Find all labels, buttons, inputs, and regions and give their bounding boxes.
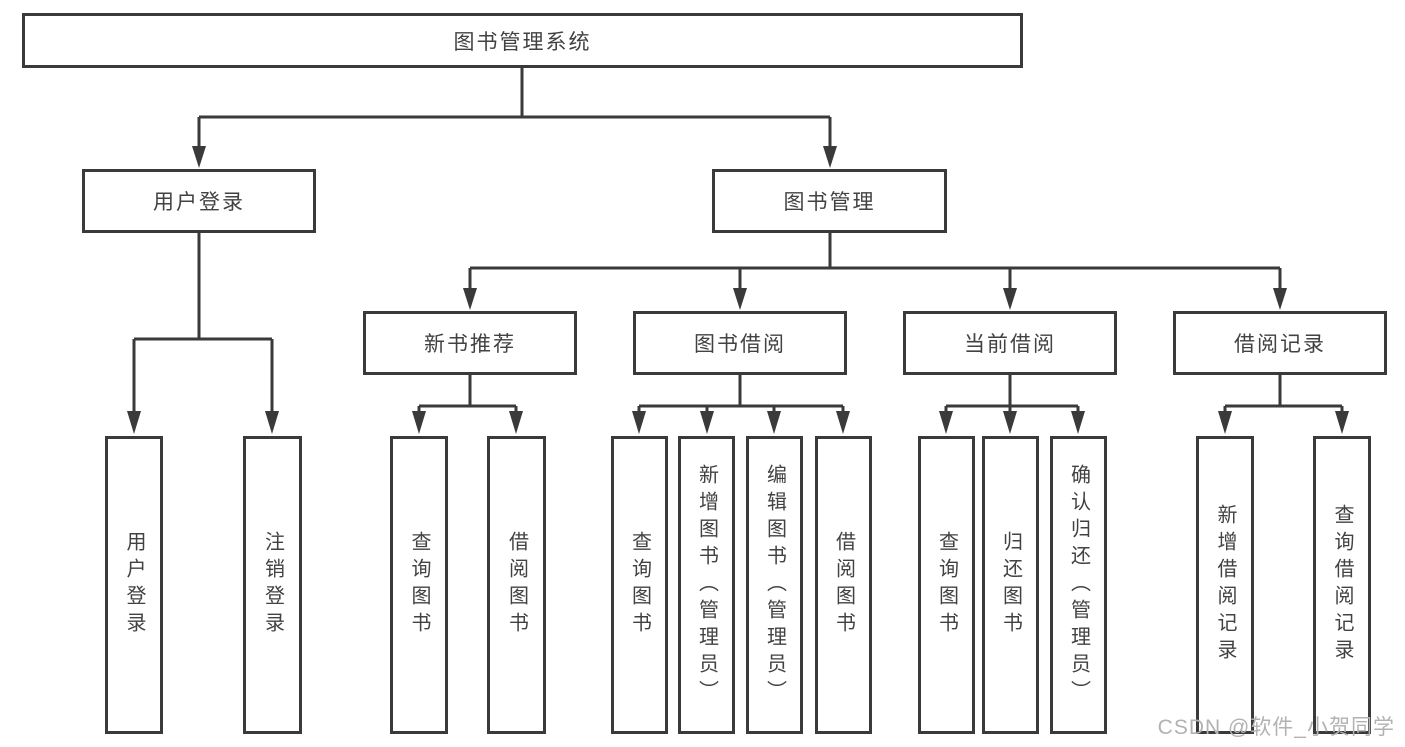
connector-book-borrow-children bbox=[632, 375, 850, 434]
leaf-query-books-borrow: 查询图书 bbox=[611, 436, 668, 734]
leaf-query-borrow-record: 查询借阅记录 bbox=[1313, 436, 1371, 734]
node-book-management: 图书管理 bbox=[712, 169, 947, 233]
arrow-down-icon bbox=[733, 288, 747, 310]
arrow-down-icon bbox=[767, 411, 781, 434]
csdn-watermark: CSDN @软件_小贺同学 bbox=[1157, 716, 1395, 739]
node-label: 用户登录 bbox=[153, 191, 245, 214]
node-label: 新增图书（管理员） bbox=[695, 463, 718, 707]
node-label: 用户登录 bbox=[123, 531, 145, 639]
leaf-confirm-return-admin: 确认归还（管理员） bbox=[1050, 436, 1107, 734]
node-label: 编辑图书（管理员） bbox=[763, 463, 786, 707]
arrow-down-icon bbox=[1273, 288, 1287, 310]
node-new-book-recommend: 新书推荐 bbox=[363, 311, 577, 375]
leaf-add-borrow-record: 新增借阅记录 bbox=[1196, 436, 1254, 734]
arrow-down-icon bbox=[1003, 288, 1017, 310]
leaf-query-books-recommend: 查询图书 bbox=[390, 436, 448, 734]
node-root: 图书管理系统 bbox=[22, 13, 1023, 68]
node-label: 查询图书 bbox=[935, 531, 958, 639]
node-label: 查询图书 bbox=[408, 531, 430, 639]
node-borrow-record: 借阅记录 bbox=[1173, 311, 1387, 375]
arrow-down-icon bbox=[463, 288, 477, 310]
connector-borrow-record-children bbox=[1218, 375, 1349, 434]
leaf-logout-login: 注销登录 bbox=[243, 436, 302, 734]
node-label: 新增借阅记录 bbox=[1214, 504, 1236, 666]
node-label: 图书管理系统 bbox=[453, 30, 592, 54]
connector-new-book-recommend-children bbox=[412, 375, 523, 434]
arrow-down-icon bbox=[1335, 411, 1349, 434]
leaf-return-books: 归还图书 bbox=[982, 436, 1039, 734]
node-label: 图书借阅 bbox=[694, 333, 786, 356]
arrow-down-icon bbox=[1071, 411, 1085, 434]
leaf-edit-books-admin: 编辑图书（管理员） bbox=[746, 436, 803, 734]
leaf-query-books-current: 查询图书 bbox=[918, 436, 975, 734]
arrow-down-icon bbox=[1218, 411, 1232, 434]
leaf-borrow-books-recommend: 借阅图书 bbox=[487, 436, 546, 734]
arrow-down-icon bbox=[412, 411, 426, 434]
node-label: 确认归还（管理员） bbox=[1067, 463, 1090, 707]
node-label: 注销登录 bbox=[261, 531, 284, 639]
arrow-down-icon bbox=[836, 411, 850, 434]
connector-current-borrow-children bbox=[939, 375, 1085, 434]
node-label: 图书管理 bbox=[783, 191, 876, 214]
leaf-add-books-admin: 新增图书（管理员） bbox=[678, 436, 735, 734]
node-label: 借阅图书 bbox=[505, 531, 528, 639]
node-current-borrow: 当前借阅 bbox=[903, 311, 1117, 375]
node-label: 当前借阅 bbox=[964, 333, 1056, 356]
leaf-borrow-books-borrow: 借阅图书 bbox=[815, 436, 872, 734]
node-user-login: 用户登录 bbox=[82, 169, 316, 233]
arrow-down-icon bbox=[939, 411, 953, 434]
arrow-down-icon bbox=[192, 146, 206, 168]
arrow-down-icon bbox=[823, 146, 837, 168]
arrow-down-icon bbox=[1003, 411, 1017, 434]
node-label: 归还图书 bbox=[999, 531, 1022, 639]
node-label: 查询图书 bbox=[628, 531, 651, 639]
arrow-down-icon bbox=[632, 411, 646, 434]
node-book-borrow: 图书借阅 bbox=[633, 311, 847, 375]
arrow-down-icon bbox=[700, 411, 714, 434]
node-label: 新书推荐 bbox=[424, 333, 516, 356]
node-label: 查询借阅记录 bbox=[1331, 504, 1353, 666]
node-label: 借阅图书 bbox=[832, 531, 855, 639]
connector-user-login-children bbox=[127, 233, 279, 434]
node-label: 借阅记录 bbox=[1234, 333, 1326, 356]
arrow-down-icon bbox=[509, 411, 523, 434]
connector-book-management-children bbox=[463, 233, 1287, 310]
connector-root-to-level2 bbox=[192, 68, 837, 168]
leaf-user-login: 用户登录 bbox=[105, 436, 163, 734]
arrow-down-icon bbox=[265, 411, 279, 434]
arrow-down-icon bbox=[127, 411, 141, 434]
